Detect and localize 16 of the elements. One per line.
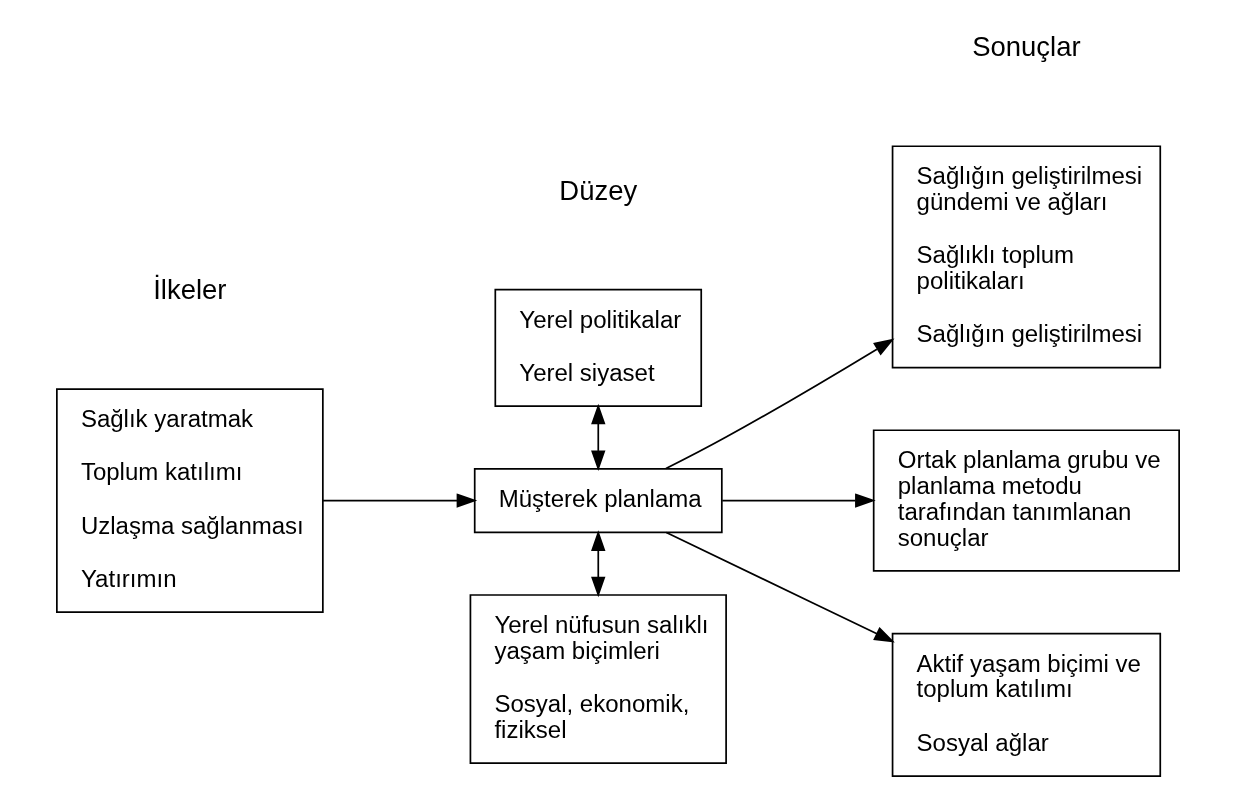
node-box: Yerel politikalar Yerel siyaset [493,288,702,408]
node-box: Ortak planlama grubu ve planlama metodu tarafından tanımlanan sonuçlar [872,429,1180,572]
label: İlkeler [152,274,226,306]
node-box: Sağlığın geliştirilmesi gündemi ve ağları Sağlıklı toplum politikaları Sağlığın geliştirilmesi [891,145,1161,369]
label: Düzey [558,174,637,206]
label: Sonuçlar [971,30,1081,62]
node-box: Sağlık yaratmak Toplum katılımı Uzlaşma sağlanması Yatırımın [55,388,324,613]
arrow [590,530,605,598]
arrow [665,531,895,643]
arrow [321,493,477,508]
arrow [590,403,605,471]
node-box: Yerel nüfusun salıklı yaşam biçimleri Sosyal, ekonomik, fiziksel [469,594,727,764]
node-box: Müşterek planlama [473,468,723,534]
arrow [664,338,894,470]
node-box: Aktif yaşam biçimi ve toplum katılımı Sosyal ağlar [891,632,1161,777]
arrow [720,493,876,508]
